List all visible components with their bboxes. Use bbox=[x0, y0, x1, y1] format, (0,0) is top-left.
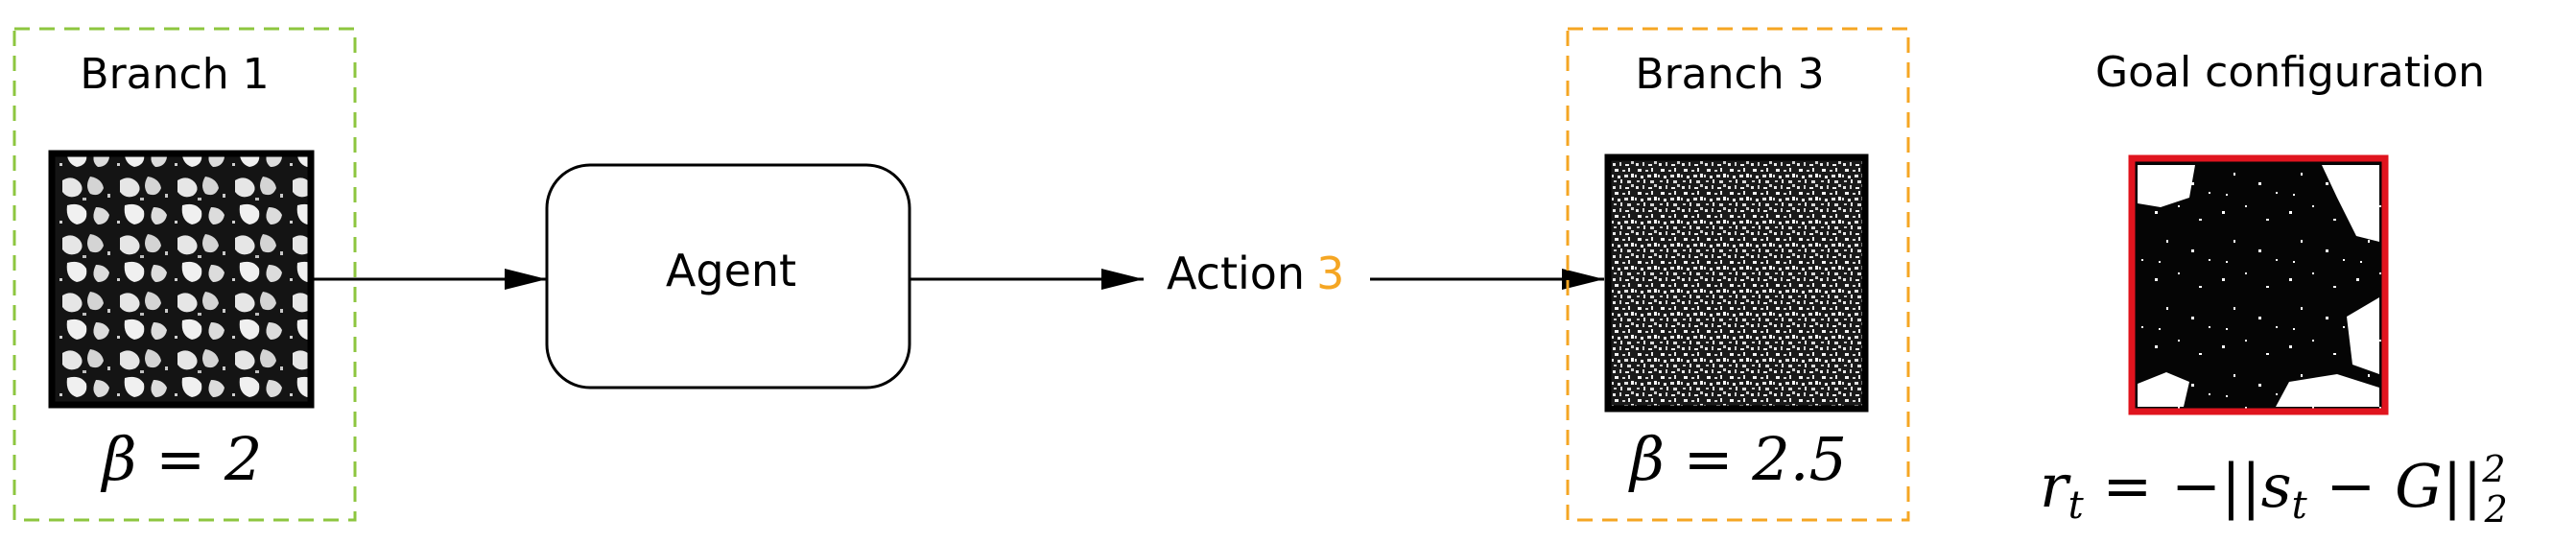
action-prefix: Action bbox=[1167, 248, 1305, 299]
reward-subscript: 2 bbox=[2484, 488, 2508, 531]
reward-minus-g: − G|| bbox=[2307, 451, 2483, 521]
branch3-beta-label: β = 2.5 bbox=[1628, 424, 1847, 494]
agent-box bbox=[545, 163, 911, 390]
goal-white-region-bottomleft bbox=[2138, 372, 2189, 407]
goal-white-region-bottomright bbox=[2276, 374, 2379, 407]
branch3-dashed-frame bbox=[1566, 27, 1910, 522]
branch1-title: Branch 1 bbox=[80, 50, 269, 99]
goal-white-region-topleft bbox=[2138, 165, 2195, 207]
goal-group: Goal configuration bbox=[2095, 48, 2485, 415]
reward-superscript: 2 bbox=[2481, 448, 2505, 490]
goal-white-region-right bbox=[2347, 297, 2379, 374]
action-number: 3 bbox=[1316, 248, 1344, 299]
goal-white-region-topright bbox=[2322, 165, 2379, 242]
branch1-beta-label: β = 2 bbox=[101, 424, 263, 494]
branch3-group: Branch 3 β = 2.5 bbox=[1566, 27, 1910, 522]
agent-node: Agent bbox=[545, 163, 911, 390]
branch3-title: Branch 3 bbox=[1635, 50, 1824, 99]
reward-r: r bbox=[2040, 451, 2071, 521]
goal-title: Goal configuration bbox=[2095, 48, 2485, 97]
reward-r-subscript: t bbox=[2068, 484, 2085, 528]
reward-eq: = −||s bbox=[2084, 451, 2292, 521]
reward-s-subscript: t bbox=[2292, 484, 2308, 528]
branch1-dashed-frame bbox=[12, 27, 357, 522]
branch1-group: Branch 1 β = 2 bbox=[12, 27, 357, 522]
branch1-lattice-image bbox=[48, 150, 315, 409]
branch3-lattice-image bbox=[1604, 153, 1869, 413]
agent-label: Agent bbox=[666, 245, 796, 296]
